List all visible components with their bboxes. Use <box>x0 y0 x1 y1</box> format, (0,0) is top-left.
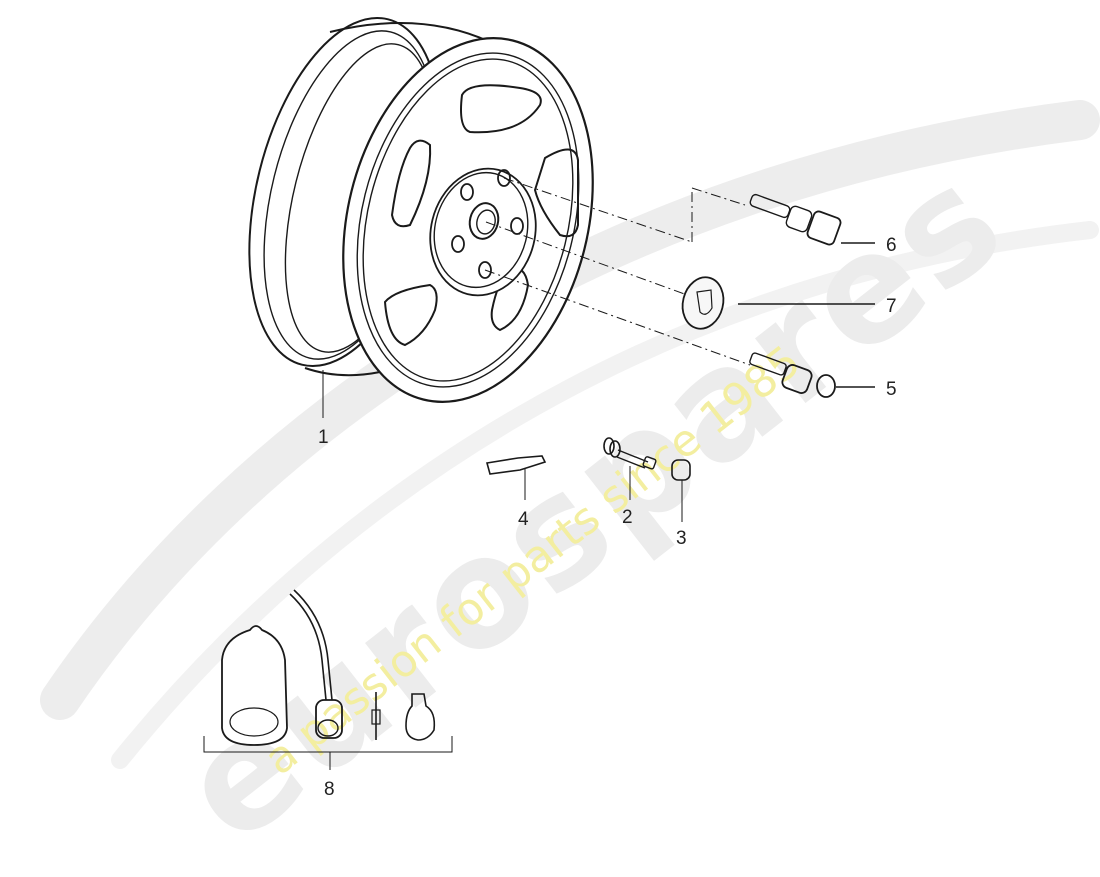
callout-4[interactable]: 4 <box>518 509 529 530</box>
tyre-sealant-kit-drawing <box>203 589 453 770</box>
wheel-bolt-drawing <box>749 352 875 398</box>
callout-3[interactable]: 3 <box>676 528 687 549</box>
assembly-lines <box>484 177 751 366</box>
tyre-valve-drawing <box>603 437 657 500</box>
valve-cap-drawing <box>671 459 691 522</box>
wheel-bolt-lock-drawing <box>749 193 875 246</box>
center-cap-drawing <box>681 276 875 330</box>
callout-5[interactable]: 5 <box>886 379 897 400</box>
callout-8[interactable]: 8 <box>324 779 335 800</box>
parts-diagram: eurospares a passion for parts since 198… <box>40 16 1100 877</box>
callout-1[interactable]: 1 <box>318 427 329 448</box>
callout-2[interactable]: 2 <box>622 507 633 528</box>
callout-7[interactable]: 7 <box>886 296 897 317</box>
callout-6[interactable]: 6 <box>886 235 897 256</box>
balance-weight-drawing <box>485 455 547 500</box>
wheel-rim-drawing <box>248 16 594 403</box>
